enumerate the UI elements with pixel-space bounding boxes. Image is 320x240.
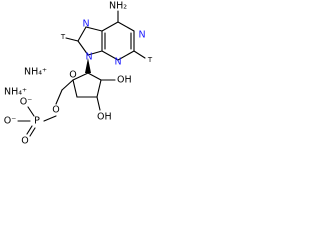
oh-bottom-bond: [96, 96, 101, 111]
glycosidic-wedge: [85, 58, 91, 73]
p-o-dbl-bond-1: [26, 125, 33, 135]
label-o-minus: O⁻: [20, 97, 33, 108]
label-o-ring: O: [69, 70, 76, 81]
o-p-bond: [43, 115, 57, 122]
label-n9: N: [85, 52, 92, 63]
purine-five-ring: [77, 26, 103, 56]
label-n7: N: [82, 19, 89, 30]
label-t-left: T: [60, 33, 66, 41]
label-o-dbl: O: [21, 136, 28, 147]
purine-six-ring: [101, 21, 135, 61]
label-oh-bottom: OH: [97, 112, 112, 123]
label-n3: N: [114, 57, 121, 68]
c5-o-bond: [55, 89, 63, 105]
counterion-2: NH₄⁺: [4, 87, 27, 98]
label-p: P: [34, 116, 40, 127]
t-right-bond: [133, 50, 146, 59]
label-nh2: NH₂: [109, 1, 127, 12]
label-oh-top: OH: [117, 75, 132, 86]
p-o-dbl-bond-2: [29, 127, 36, 137]
structure-drawing: NH₂ N N N N T T O OH OH O P O⁻ O O⁻ NH₄⁺…: [4, 1, 153, 147]
p-o-minus-bond: [27, 106, 35, 117]
counterion-1: NH₄⁺: [24, 67, 47, 78]
label-o-link: O: [52, 105, 59, 116]
t-left-bond: [65, 37, 79, 42]
label-o-minus2: O⁻: [4, 116, 17, 127]
c5-bond: [61, 79, 74, 91]
label-n1: N: [138, 30, 145, 41]
molecule-canvas: NH₂ N N N N T T O OH OH O P O⁻ O O⁻ NH₄⁺…: [0, 0, 166, 150]
label-t-right: T: [147, 56, 153, 64]
ribose-ring: [72, 72, 102, 98]
